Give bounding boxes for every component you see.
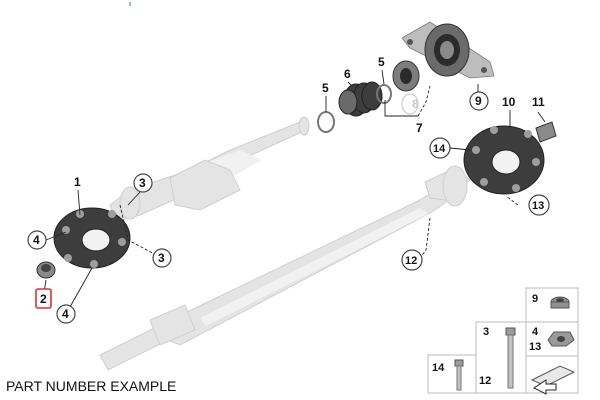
callout-7: 7	[416, 121, 423, 135]
callout-3-number: 3	[158, 251, 165, 265]
diagram-caption: PART NUMBER EXAMPLE	[6, 378, 177, 394]
callout-5-left: 5	[322, 81, 329, 95]
bushing-11	[535, 121, 557, 143]
legend-12-number: 12	[479, 375, 491, 387]
callout-8-number: 8	[412, 97, 419, 111]
ring-5-left	[317, 111, 335, 133]
callout-14: 14	[429, 137, 451, 159]
callout-10-number: 10	[502, 95, 516, 109]
callout-12: 12	[401, 249, 423, 271]
callout-4-upper: 4	[27, 230, 47, 250]
callout-5-right: 5	[378, 55, 385, 69]
callout-3-upper: 3	[133, 173, 153, 193]
legend-14-number: 14	[432, 362, 445, 374]
callout-7-number: 7	[416, 121, 423, 135]
callout-3-number: 3	[139, 176, 146, 190]
sleeve-6	[338, 81, 383, 117]
lock-nut-icon	[547, 331, 575, 347]
callout-11: 11	[532, 95, 545, 109]
callout-4-number: 4	[33, 233, 40, 247]
callout-6-number: 6	[344, 67, 351, 81]
arrow-wedge-icon	[530, 365, 576, 395]
callout-4-lower: 4	[56, 304, 76, 324]
flex-disc-rear	[463, 125, 545, 195]
callout-3-lower: 3	[152, 248, 172, 268]
legend-9-number: 9	[532, 293, 538, 305]
callout-4-number: 4	[62, 307, 69, 321]
nut-icon	[550, 296, 570, 309]
callout-11-number: 11	[532, 95, 545, 109]
front-propeller-shaft	[109, 116, 310, 223]
flex-disc-front	[53, 207, 131, 269]
callout-5-number: 5	[378, 55, 385, 69]
callout-12-number: 12	[405, 255, 417, 267]
callout-2-number: 2	[40, 292, 47, 306]
fastener-legend: 9 3 12 4 13 14	[427, 287, 579, 395]
legend-3-number: 3	[483, 326, 489, 338]
legend-13-number: 13	[529, 341, 541, 353]
bearing-ring-8	[392, 60, 420, 115]
callout-9-number: 9	[475, 94, 482, 108]
callout-14-number: 14	[433, 143, 446, 155]
long-bolt-icon	[505, 327, 516, 389]
rear-propeller-shaft	[99, 165, 471, 371]
center-bearing-assembly	[401, 21, 495, 79]
short-bolt-icon	[454, 359, 464, 391]
callout-2-highlighted: 2	[35, 288, 52, 309]
callout-9: 9	[469, 91, 489, 111]
callout-5-number: 5	[322, 81, 329, 95]
callout-8: 8	[412, 97, 419, 111]
callout-6: 6	[344, 67, 351, 81]
callout-10: 10	[502, 95, 516, 109]
legend-4-number: 4	[532, 326, 539, 338]
callout-13-number: 13	[532, 200, 544, 212]
bushing-2	[36, 261, 56, 279]
ring-5-right	[376, 84, 392, 104]
callout-1-number: 1	[74, 175, 81, 189]
callout-1: 1	[74, 175, 81, 189]
callout-13: 13	[528, 194, 550, 216]
